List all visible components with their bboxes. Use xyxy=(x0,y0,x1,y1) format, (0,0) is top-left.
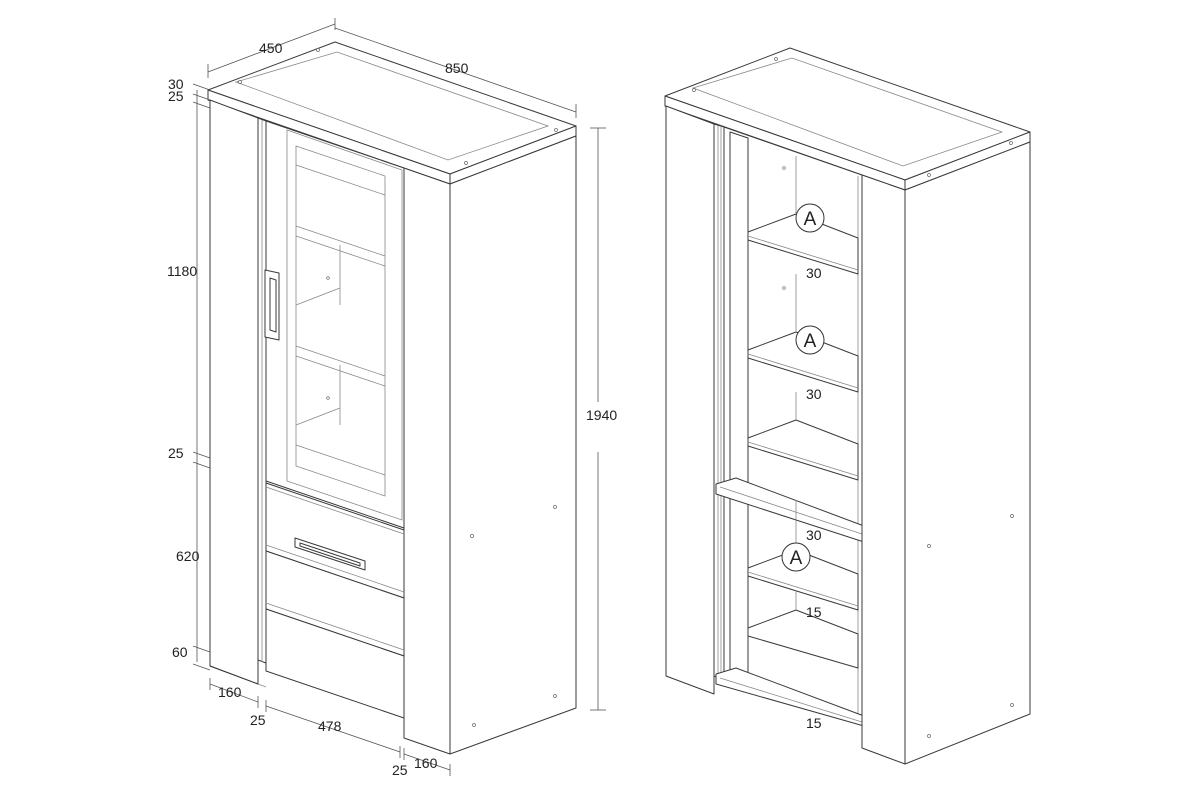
right-cabinet-view: A A A 30 30 30 15 15 xyxy=(664,47,1031,765)
svg-text:A: A xyxy=(804,209,817,230)
dim-plinth-label: 60 xyxy=(172,644,188,660)
glass-door xyxy=(265,120,405,529)
dim-mid-gap-label: 25 xyxy=(168,445,184,461)
right-right-panel xyxy=(861,141,1031,765)
left-top-slab xyxy=(207,41,577,185)
dim-total-height-label: 1940 xyxy=(586,407,617,423)
door-handle xyxy=(264,269,280,341)
shelves xyxy=(715,156,865,727)
dim-width-label: 450 xyxy=(259,40,283,56)
left-side-panel xyxy=(209,99,259,685)
shelf-thick-label-5: 15 xyxy=(806,715,822,731)
dim-side-left-label: 160 xyxy=(218,684,242,700)
dim-side-right-label: 160 xyxy=(414,755,438,771)
shelf-label-a1: A xyxy=(795,203,825,233)
shelf-label-a3: A xyxy=(781,542,811,572)
drawers xyxy=(265,482,405,719)
dim-top-thick-label: 30 xyxy=(168,76,184,92)
svg-text:A: A xyxy=(790,548,803,569)
dim-upper-height-label: 1180 xyxy=(167,263,197,279)
left-dimensions xyxy=(192,18,606,776)
left-plinth xyxy=(209,659,267,688)
shelf-thick-label-4: 15 xyxy=(806,604,822,620)
shelf-thick-label-2: 30 xyxy=(806,386,822,402)
dim-top-gap-label: 25 xyxy=(168,88,184,104)
dim-lower-height-label: 620 xyxy=(176,548,200,564)
dim-length-label: 850 xyxy=(445,60,469,76)
dim-gap-left-label: 25 xyxy=(250,712,266,728)
left-cabinet-view: 450 850 30 25 1180 25 620 60 160 25 478 … xyxy=(167,18,617,778)
shelf-thick-label-1: 30 xyxy=(806,265,822,281)
right-side-panel xyxy=(403,135,577,755)
drawer-handle xyxy=(294,537,366,571)
shelf-label-a2: A xyxy=(795,325,825,355)
dim-gap-right-label: 25 xyxy=(392,762,408,778)
inner-frame xyxy=(257,117,267,664)
inner-left-wall xyxy=(729,131,749,677)
svg-text:A: A xyxy=(804,331,817,352)
right-left-panel xyxy=(665,105,725,695)
dim-door-width-label: 478 xyxy=(318,718,342,734)
right-top-slab xyxy=(664,47,1031,191)
shelf-thick-label-3: 30 xyxy=(806,527,822,543)
